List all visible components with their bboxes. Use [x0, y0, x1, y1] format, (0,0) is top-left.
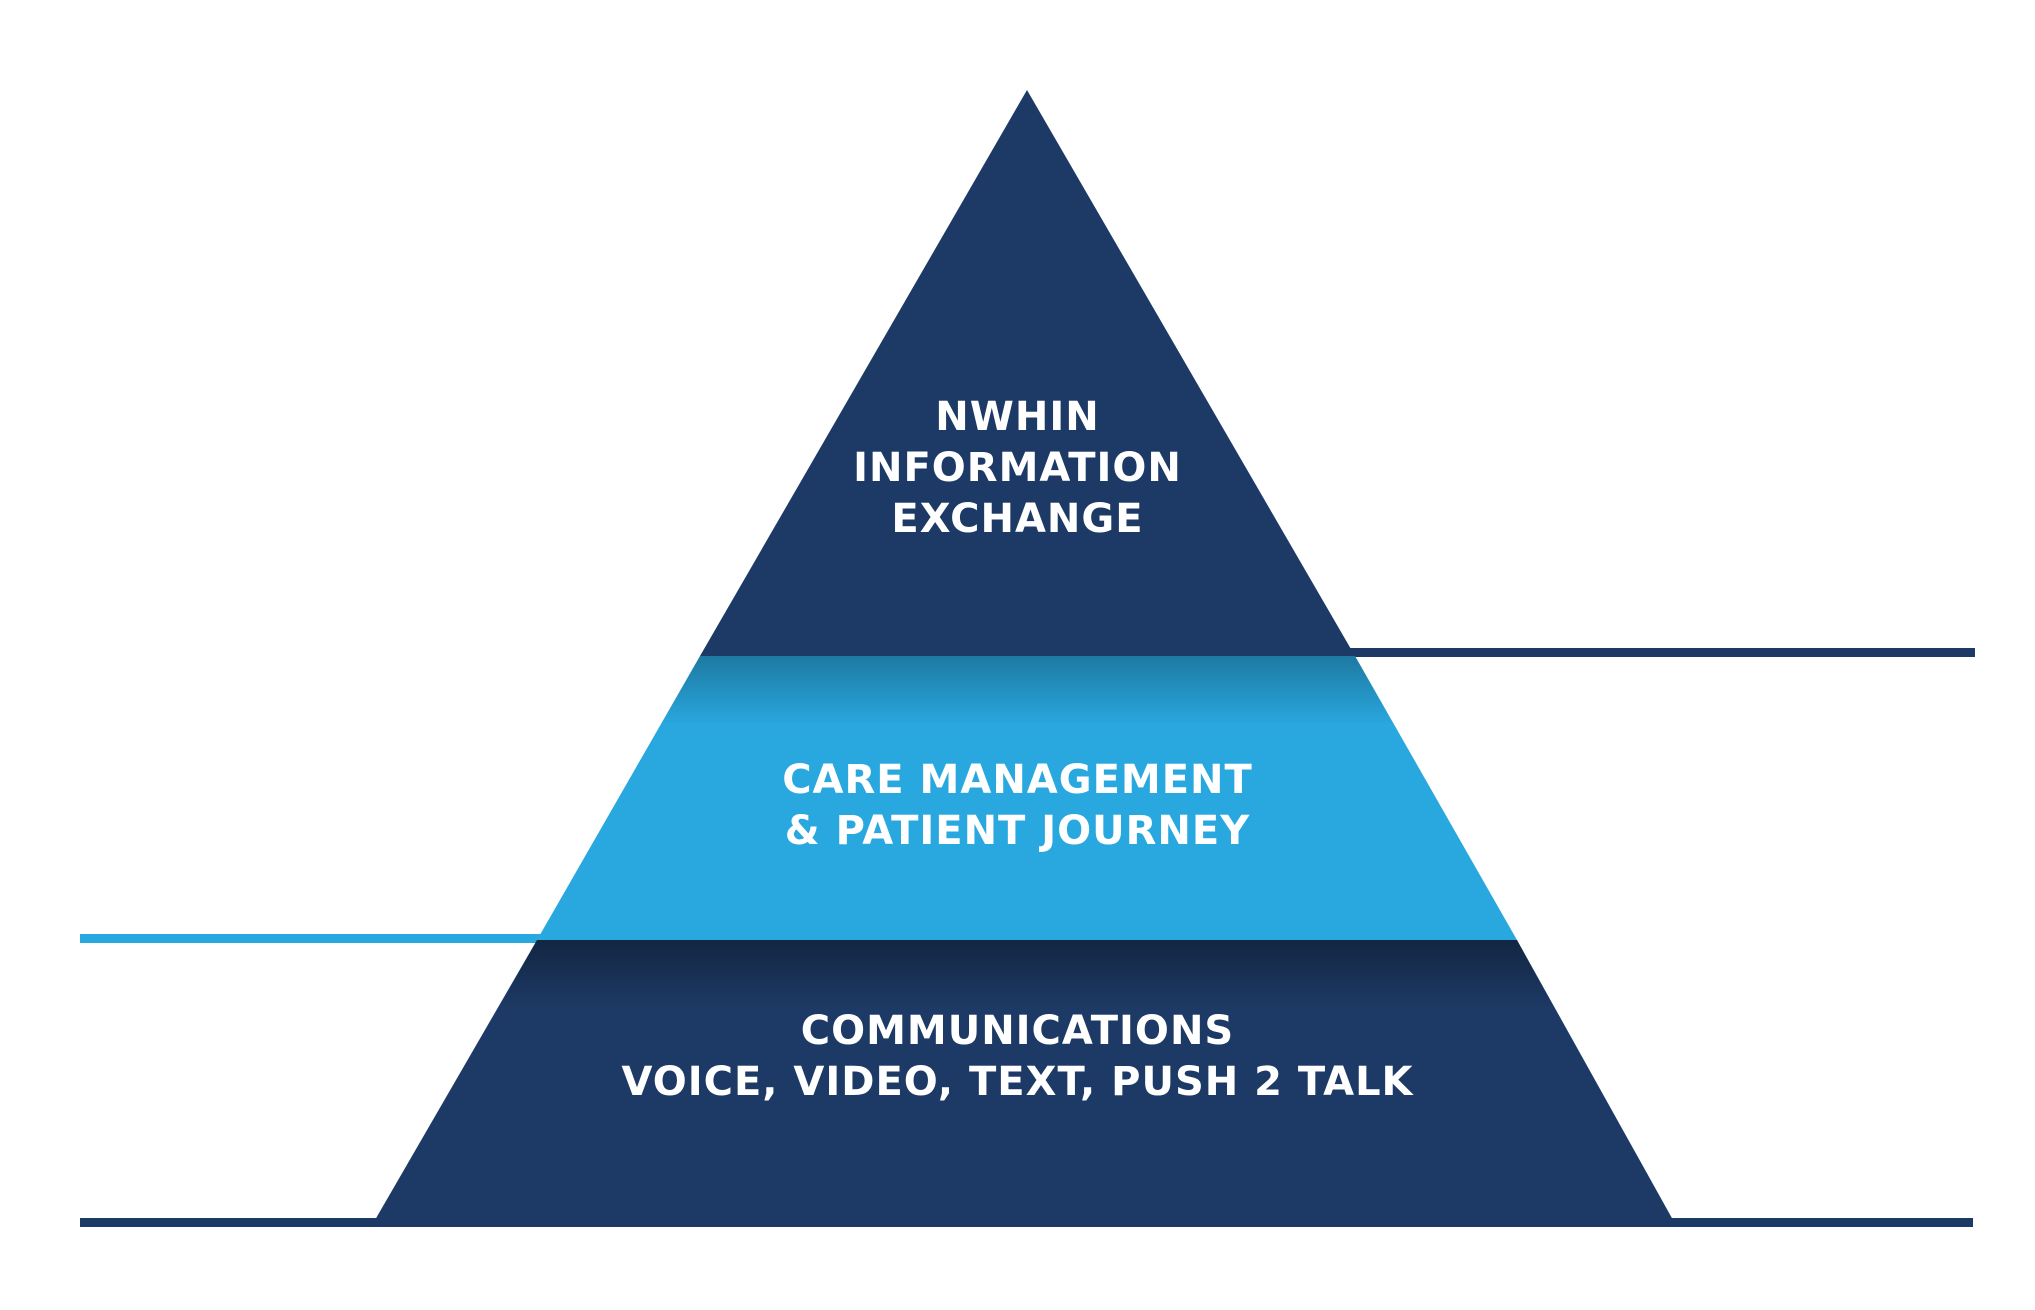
tier-label-middle: CARE MANAGEMENT & PATIENT JOURNEY — [0, 755, 2035, 857]
pyramid-tier-middle — [537, 656, 1517, 940]
accent-line-top-right — [1340, 648, 1975, 657]
tier-label-bottom: COMMUNICATIONS VOICE, VIDEO, TEXT, PUSH … — [0, 1006, 2035, 1108]
pyramid-tier-top — [700, 90, 1355, 656]
tier-top-line-3: EXCHANGE — [891, 496, 1144, 542]
tier-label-top: NWHIN INFORMATION EXCHANGE — [0, 392, 2035, 545]
pyramid-tier-bottom-shadow — [498, 940, 1555, 1010]
accent-line-bottom — [80, 1218, 1973, 1227]
pyramid-tier-middle-shadow — [660, 656, 1395, 726]
tier-top-line-1: NWHIN — [935, 394, 1100, 440]
tier-middle-line-2: & PATIENT JOURNEY — [784, 808, 1251, 854]
tier-bottom-line-2: VOICE, VIDEO, TEXT, PUSH 2 TALK — [621, 1059, 1414, 1105]
tier-middle-line-1: CARE MANAGEMENT — [782, 757, 1253, 803]
tier-top-line-2: INFORMATION — [853, 445, 1182, 491]
tier-bottom-line-1: COMMUNICATIONS — [800, 1008, 1235, 1054]
accent-line-middle-left — [80, 934, 545, 943]
